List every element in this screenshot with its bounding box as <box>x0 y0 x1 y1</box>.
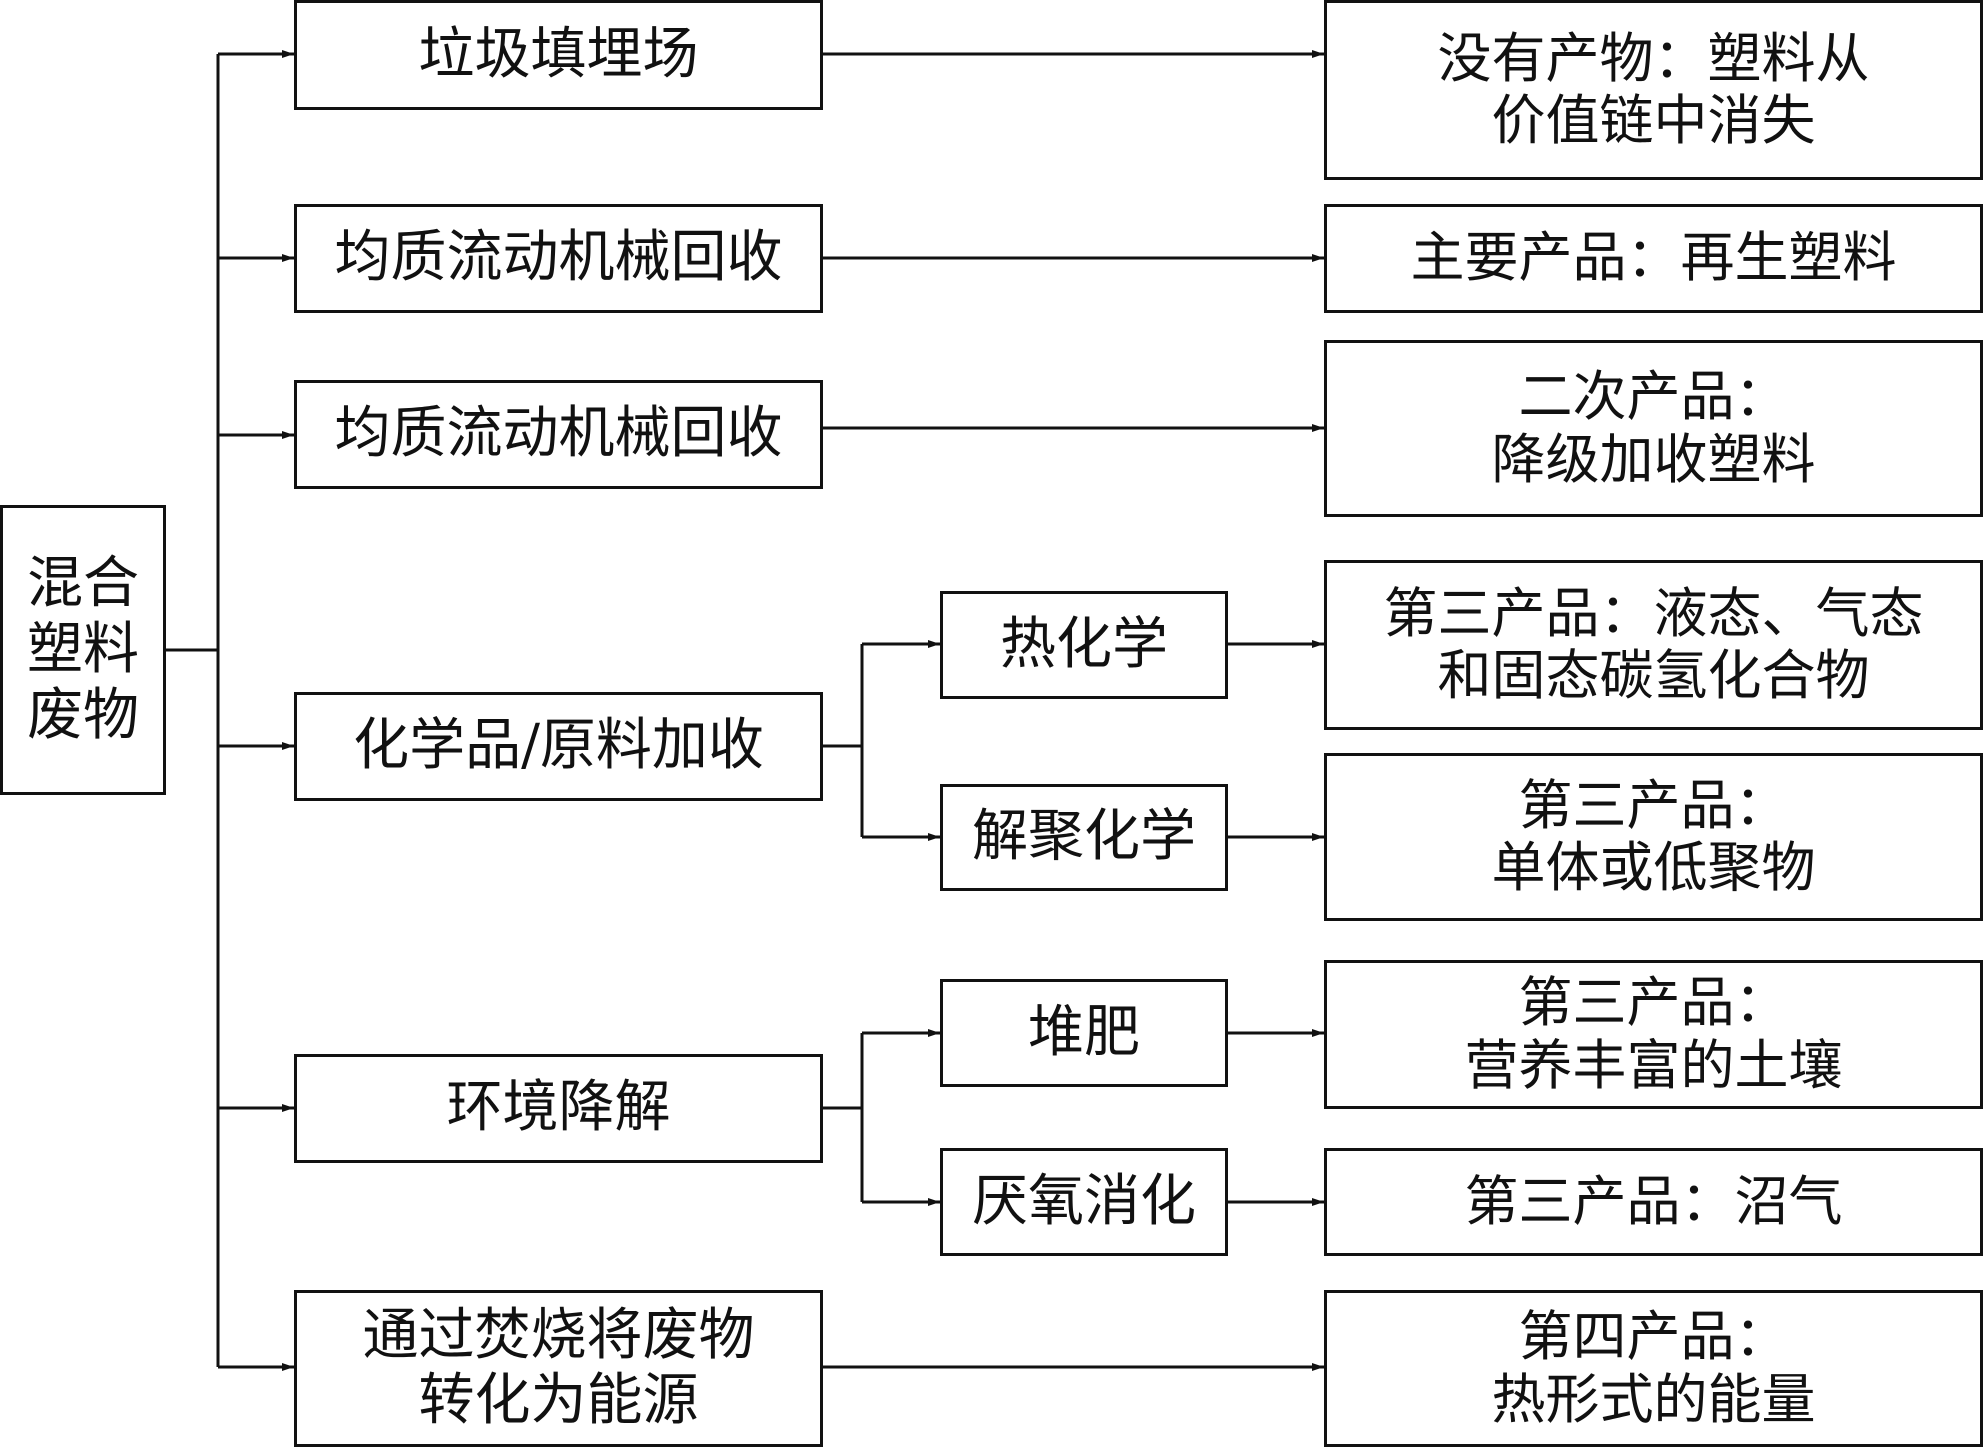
process-label: 化学品/原料加收 <box>353 713 764 779</box>
result-label-line-1: 第三产品： <box>1518 773 1789 837</box>
subprocess-node-depolymerization: 解聚化学 <box>940 784 1228 891</box>
subprocess-label: 解聚化学 <box>972 804 1196 870</box>
process-node-mechanical-recycling-2: 均质流动机械回收 <box>294 380 823 489</box>
result-node-secondary-downcycled: 二次产品： 降级加收塑料 <box>1324 340 1983 517</box>
result-label-line-2: 和固态碳氢化合物 <box>1437 644 1870 707</box>
process-node-landfill: 垃圾填埋场 <box>294 0 823 110</box>
result-node-monomers: 第三产品： 单体或低聚物 <box>1324 753 1983 921</box>
root-label-line-2: 塑料 <box>27 616 139 682</box>
result-label-line-1: 第四产品： <box>1518 1305 1789 1369</box>
process-node-mechanical-recycling-1: 均质流动机械回收 <box>294 204 823 313</box>
result-label-line-1: 第三产品： <box>1518 971 1789 1035</box>
result-label-line-2: 降级加收塑料 <box>1491 427 1816 491</box>
process-label: 环境降解 <box>446 1075 671 1141</box>
result-label-line-2: 营养丰富的土壤 <box>1464 1033 1843 1097</box>
root-label-line-3: 废物 <box>27 683 139 749</box>
subprocess-label: 厌氧消化 <box>972 1168 1196 1234</box>
process-label: 垃圾填埋场 <box>418 21 699 87</box>
process-label: 均质流动机械回收 <box>334 401 783 467</box>
subprocess-node-thermochemical: 热化学 <box>940 591 1228 699</box>
result-node-biogas: 第三产品：沼气 <box>1324 1148 1983 1256</box>
result-node-heat-energy: 第四产品： 热形式的能量 <box>1324 1290 1983 1447</box>
result-label-line-1: 第三产品：液态、气态 <box>1383 581 1924 645</box>
process-label-line-2: 转化为能源 <box>418 1367 699 1433</box>
root-label-line-1: 混合 <box>27 550 139 616</box>
process-node-incineration-energy: 通过焚烧将废物 转化为能源 <box>294 1290 823 1447</box>
result-label-line-1: 二次产品： <box>1518 365 1789 429</box>
result-node-hydrocarbons: 第三产品：液态、气态 和固态碳氢化合物 <box>1324 560 1983 730</box>
result-node-nutrient-soil: 第三产品： 营养丰富的土壤 <box>1324 960 1983 1109</box>
root-node-mixed-plastic-waste: 混合 塑料 废物 <box>0 505 166 795</box>
subprocess-node-anaerobic-digestion: 厌氧消化 <box>940 1148 1228 1256</box>
subprocess-node-composting: 堆肥 <box>940 979 1228 1087</box>
subprocess-label: 堆肥 <box>1028 999 1140 1065</box>
result-label-line-2: 热形式的能量 <box>1491 1367 1816 1431</box>
process-label: 均质流动机械回收 <box>334 225 783 291</box>
result-node-primary-recycled-plastic: 主要产品：再生塑料 <box>1324 204 1983 313</box>
result-label-line-1: 没有产物：塑料从 <box>1437 26 1870 90</box>
result-label-line-2: 价值链中消失 <box>1491 89 1816 152</box>
result-label: 第三产品：沼气 <box>1464 1169 1843 1233</box>
subprocess-label: 热化学 <box>1000 611 1168 677</box>
process-node-chemical-feedstock: 化学品/原料加收 <box>294 692 823 801</box>
process-node-environmental-degradation: 环境降解 <box>294 1054 823 1163</box>
result-label: 主要产品：再生塑料 <box>1410 226 1897 290</box>
process-label-line-1: 通过焚烧将废物 <box>362 1303 755 1369</box>
result-label-line-2: 单体或低聚物 <box>1491 836 1816 899</box>
result-node-landfill: 没有产物：塑料从 价值链中消失 <box>1324 0 1983 180</box>
